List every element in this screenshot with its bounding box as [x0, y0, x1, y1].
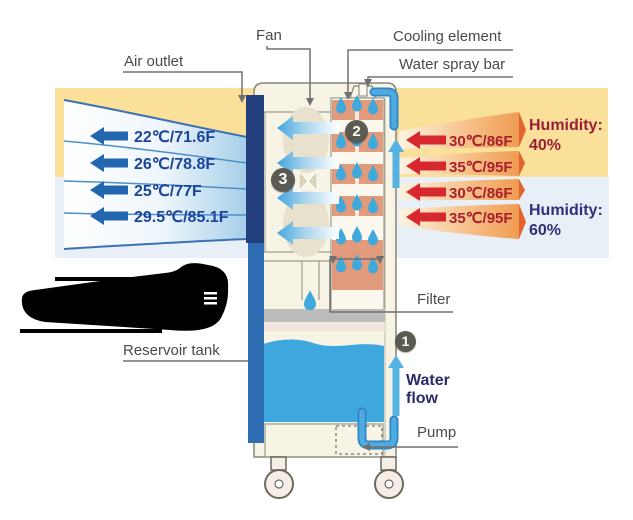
redacted-area	[20, 263, 229, 333]
humidity-60-value: 60%	[529, 222, 562, 239]
water-spray-bar-label: Water spray bar	[399, 56, 506, 73]
water-flow-label: Water flow	[406, 372, 450, 408]
humidity-40-caption: Humidity:	[529, 117, 603, 134]
air-outlet-label: Air outlet	[124, 53, 184, 70]
cooling-element-label: Cooling element	[393, 28, 502, 45]
cold-temp-3: 25℃/77F	[134, 183, 202, 200]
humidity-40-value: 40%	[529, 137, 562, 154]
pump-label: Pump	[417, 424, 457, 441]
hot-temp-2: 35℃/95F	[449, 159, 513, 176]
hot-temp-1: 30℃/86F	[449, 133, 513, 150]
cold-temp-4: 29.5℃/85.1F	[134, 209, 229, 226]
fan-label: Fan	[256, 27, 282, 44]
side-panel	[248, 243, 264, 443]
hot-temp-3: 30℃/86F	[449, 185, 513, 202]
step-badge-2: 2	[345, 120, 368, 143]
humidity-60-label: Humidity: 60%	[529, 201, 615, 241]
humidity-40-label: Humidity: 40%	[529, 116, 615, 156]
caster-wheels	[264, 456, 404, 499]
reservoir-tank-label: Reservoir tank	[123, 342, 220, 359]
hot-temp-4: 35℃/95F	[449, 210, 513, 227]
humidity-60-caption: Humidity:	[529, 202, 603, 219]
pump-box	[335, 425, 383, 455]
step-badge-3: 3	[271, 168, 295, 192]
filter-label: Filter	[417, 291, 451, 308]
reservoir-water	[258, 339, 384, 422]
drip-duct	[256, 260, 331, 300]
cold-temp-1: 22℃/71.6F	[134, 129, 216, 146]
cold-temp-2: 26℃/78.8F	[134, 156, 216, 173]
step-badge-1: 1	[395, 331, 416, 352]
filter-bar	[256, 309, 385, 322]
